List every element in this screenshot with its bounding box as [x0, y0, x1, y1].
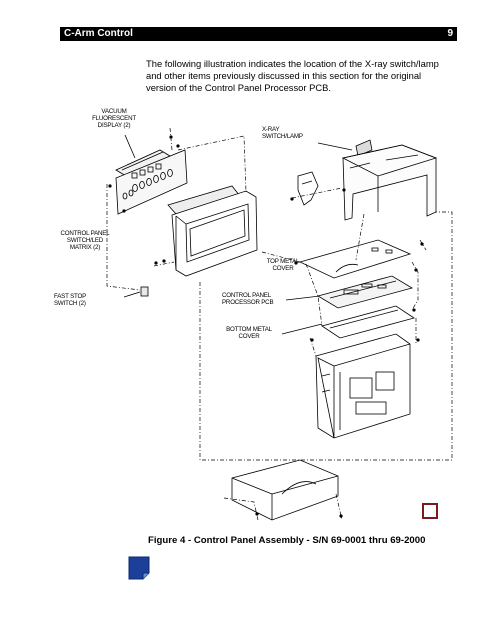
figure-caption: Figure 4 - Control Panel Assembly - S/N … — [148, 535, 426, 546]
leader-bottom-metal — [281, 323, 323, 335]
fast-stop-switch-part — [140, 286, 149, 297]
leader-processor — [285, 295, 321, 301]
intro-paragraph: The following illustration indicates the… — [146, 58, 439, 93]
page-corner-button-icon[interactable] — [128, 556, 150, 580]
leader-xray — [317, 142, 353, 151]
page-number: 9 — [447, 28, 453, 39]
leader-vacuum — [124, 134, 136, 159]
processor-pcb-board — [316, 275, 414, 309]
bottom-metal-cover-plate — [321, 305, 415, 339]
header-title: C-Arm Control — [64, 28, 133, 39]
top-metal-cover-plate — [298, 239, 412, 279]
front-bezel — [171, 190, 258, 277]
leader-fast-stop — [123, 291, 141, 298]
switch-matrix-panel — [115, 149, 188, 215]
page-header: C-Arm Control 9 — [60, 27, 457, 41]
main-chassis — [315, 333, 411, 439]
top-housing-cover — [341, 144, 438, 221]
bottom-tray-housing — [231, 459, 339, 521]
outline-square-icon[interactable] — [422, 503, 438, 519]
xray-switch-lamp — [297, 139, 373, 206]
